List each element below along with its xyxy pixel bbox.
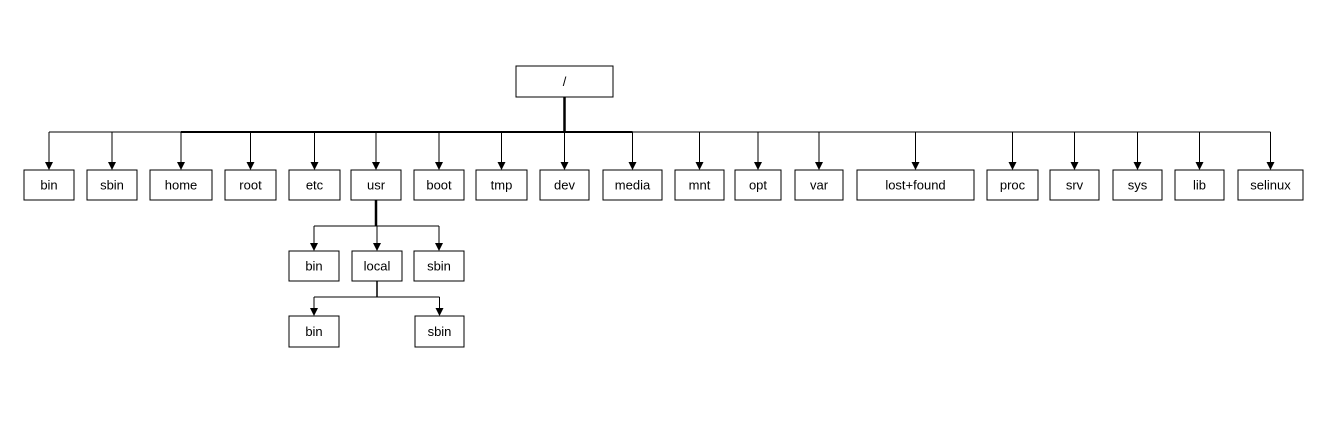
tree-edges	[45, 97, 1275, 316]
node-lib-box	[1174, 169, 1225, 201]
node-selinux-label: selinux	[1250, 178, 1291, 193]
tree-nodes: / bin sbin home root etc usr boot tmp dev media mnt…	[23, 65, 1304, 348]
node-lib: lib	[1174, 169, 1225, 201]
node-usr-box	[350, 169, 402, 201]
node-sbin-box	[86, 169, 138, 201]
node-boot-label: boot	[426, 178, 452, 193]
node-usr-sbin-label: sbin	[427, 259, 451, 274]
node-opt: opt	[734, 169, 782, 201]
node-root-label: /	[563, 74, 567, 89]
node-usr-sbin: sbin	[413, 250, 465, 282]
node-var-box	[794, 169, 844, 201]
node-usr-sbin-box	[413, 250, 465, 282]
node-root: /	[515, 65, 614, 98]
node-mnt: mnt	[674, 169, 725, 201]
node-sbin-label: sbin	[100, 178, 124, 193]
node-home-box	[149, 169, 213, 201]
node-selinux: selinux	[1237, 169, 1304, 201]
node-media-label: media	[615, 178, 651, 193]
node-usr-local-label: local	[364, 259, 391, 274]
node-selinux-box	[1237, 169, 1304, 201]
node-local-sbin-label: sbin	[428, 324, 452, 339]
node-root-box	[515, 65, 614, 98]
node-local-sbin-box	[414, 315, 465, 348]
node-dev-label: dev	[554, 178, 575, 193]
node-dev-box	[539, 169, 590, 201]
node-var: var	[794, 169, 844, 201]
node-tmp-box	[475, 169, 528, 201]
node-boot-box	[413, 169, 465, 201]
node-root: root	[224, 169, 277, 201]
node-sys-label: sys	[1128, 178, 1148, 193]
node-bin-label: bin	[40, 178, 57, 193]
node-mnt-box	[674, 169, 725, 201]
node-usr-bin: bin	[288, 250, 340, 282]
node-root-label: root	[239, 178, 262, 193]
node-srv: srv	[1049, 169, 1100, 201]
node-media: media	[602, 169, 663, 201]
node-usr: usr	[350, 169, 402, 201]
node-srv-box	[1049, 169, 1100, 201]
node-lost-plus-found-label: lost+found	[885, 178, 945, 193]
node-proc: proc	[986, 169, 1039, 201]
node-bin: bin	[23, 169, 75, 201]
node-sys: sys	[1112, 169, 1163, 201]
node-tmp-label: tmp	[491, 178, 513, 193]
node-local-sbin: sbin	[414, 315, 465, 348]
node-tmp: tmp	[475, 169, 528, 201]
node-mnt-label: mnt	[689, 178, 711, 193]
node-usr-bin-label: bin	[305, 259, 322, 274]
node-opt-box	[734, 169, 782, 201]
node-home-label: home	[165, 178, 198, 193]
node-sys-box	[1112, 169, 1163, 201]
node-etc: etc	[288, 169, 341, 201]
node-etc-label: etc	[306, 178, 324, 193]
node-proc-label: proc	[1000, 178, 1026, 193]
node-media-box	[602, 169, 663, 201]
node-local-bin-label: bin	[305, 324, 322, 339]
node-boot: boot	[413, 169, 465, 201]
node-usr-local: local	[351, 250, 403, 282]
node-proc-box	[986, 169, 1039, 201]
node-local-bin-box	[288, 315, 340, 348]
node-local-bin: bin	[288, 315, 340, 348]
node-usr-local-box	[351, 250, 403, 282]
node-lib-label: lib	[1193, 178, 1206, 193]
node-root-box	[224, 169, 277, 201]
node-usr-bin-box	[288, 250, 340, 282]
node-etc-box	[288, 169, 341, 201]
node-opt-label: opt	[749, 178, 767, 193]
node-srv-label: srv	[1066, 178, 1084, 193]
node-lost-plus-found-box	[856, 169, 975, 201]
node-var-label: var	[810, 178, 829, 193]
node-dev: dev	[539, 169, 590, 201]
node-home: home	[149, 169, 213, 201]
node-bin-box	[23, 169, 75, 201]
node-sbin: sbin	[86, 169, 138, 201]
node-usr-label: usr	[367, 178, 386, 193]
node-lost-plus-found: lost+found	[856, 169, 975, 201]
